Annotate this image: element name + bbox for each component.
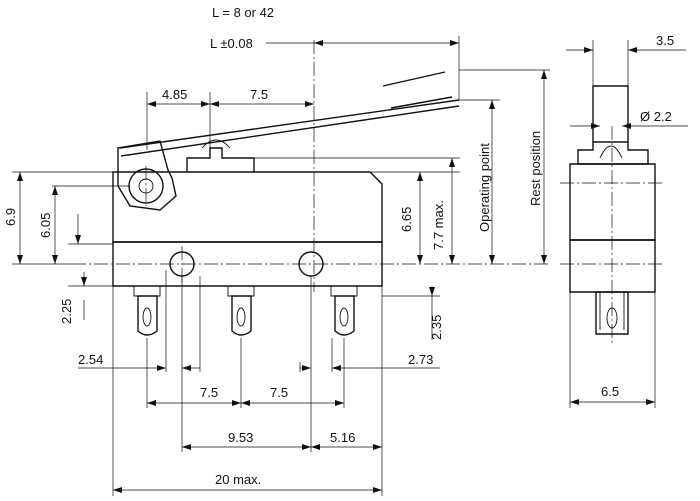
dim-diameter-2-2: Ø 2.2 bbox=[640, 109, 672, 124]
side-plunger bbox=[577, 142, 649, 165]
dim-7-7-max: 7.7 max. bbox=[431, 200, 446, 250]
side-lever-block bbox=[592, 85, 629, 143]
dim-2-35: 2.35 bbox=[429, 315, 444, 340]
tolerance-label: L ±0.08 bbox=[210, 36, 253, 51]
dim-6-9: 6.9 bbox=[3, 208, 18, 226]
terminals bbox=[133, 286, 358, 336]
side-housing-lower bbox=[569, 239, 656, 293]
dim-7-5-left: 7.5 bbox=[200, 385, 218, 400]
front-view bbox=[72, 40, 550, 336]
roller-bracket bbox=[117, 140, 177, 211]
side-housing-upper bbox=[569, 163, 656, 241]
rest-position-label: Rest position bbox=[528, 131, 543, 206]
title-note: L = 8 or 42 bbox=[212, 5, 274, 20]
dim-6-05: 6.05 bbox=[38, 213, 53, 238]
dim-2-25: 2.25 bbox=[59, 299, 74, 324]
lever-arm bbox=[119, 99, 460, 157]
side-view bbox=[560, 85, 664, 346]
dim-6-65: 6.65 bbox=[399, 207, 414, 232]
dim-2-54: 2.54 bbox=[78, 352, 103, 367]
dim-7-5-top: 7.5 bbox=[250, 87, 268, 102]
dim-9-53: 9.53 bbox=[228, 430, 253, 445]
dim-20-max: 20 max. bbox=[215, 472, 261, 487]
lever-arm-end-upper bbox=[382, 71, 446, 87]
front-dimension-lines bbox=[12, 36, 550, 496]
lever-arm-end-lower bbox=[390, 96, 453, 109]
plunger bbox=[186, 147, 255, 172]
operating-point-label: Operating point bbox=[477, 143, 492, 232]
terminal-3 bbox=[334, 295, 355, 336]
switch-housing bbox=[112, 171, 383, 243]
dim-3-5: 3.5 bbox=[656, 33, 674, 48]
dim-7-5-right: 7.5 bbox=[270, 385, 288, 400]
dim-2-73: 2.73 bbox=[408, 352, 433, 367]
terminal-1 bbox=[137, 295, 158, 336]
side-dimension-lines bbox=[566, 40, 688, 408]
dim-6-5: 6.5 bbox=[601, 384, 619, 399]
dim-5-16: 5.16 bbox=[330, 430, 355, 445]
terminal-2 bbox=[231, 295, 252, 336]
side-terminal bbox=[595, 291, 629, 335]
dimension-labels: L = 8 or 42 L ±0.08 3.5 4.85 7.5 Ø 2.2 6… bbox=[3, 5, 674, 487]
dim-4-85: 4.85 bbox=[162, 87, 187, 102]
